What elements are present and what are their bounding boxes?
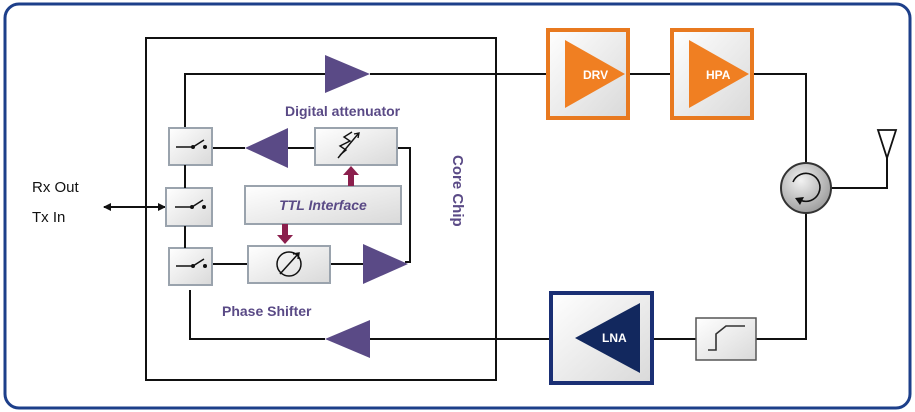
tx-in-label: Tx In xyxy=(32,209,65,226)
hpa-block: HPA xyxy=(670,28,754,120)
ttl-interface-label: TTL Interface xyxy=(279,197,367,213)
rx-out-label: Rx Out xyxy=(32,179,80,196)
switch-middle xyxy=(165,187,213,227)
circulator-icon xyxy=(780,162,832,214)
phase-amplifier-icon xyxy=(363,244,408,284)
antenna-icon xyxy=(876,129,898,161)
digital-attenuator-label: Digital attenuator xyxy=(285,103,401,119)
ttl-interface-block xyxy=(244,185,402,225)
signal-wires xyxy=(103,73,888,340)
control-arrow-down xyxy=(277,224,293,244)
digital-attenuator-block xyxy=(314,127,398,166)
lna-label: LNA xyxy=(602,331,627,345)
switch-top xyxy=(168,127,213,166)
phase-shifter-label: Phase Shifter xyxy=(222,303,312,319)
tx-amplifier-icon xyxy=(325,55,370,93)
lna-block: LNA xyxy=(549,291,654,385)
attenuator-amplifier-icon xyxy=(245,128,288,168)
hpa-label: HPA xyxy=(706,68,731,82)
drv-block: DRV xyxy=(546,28,630,120)
drv-label: DRV xyxy=(583,68,608,82)
rx-amplifier-icon xyxy=(325,320,370,358)
phase-shifter-block xyxy=(247,245,331,284)
control-arrow-up xyxy=(343,166,359,186)
core-chip-label: Core Chip xyxy=(449,155,466,227)
filter-icon xyxy=(695,317,757,361)
switch-bottom xyxy=(168,247,213,286)
